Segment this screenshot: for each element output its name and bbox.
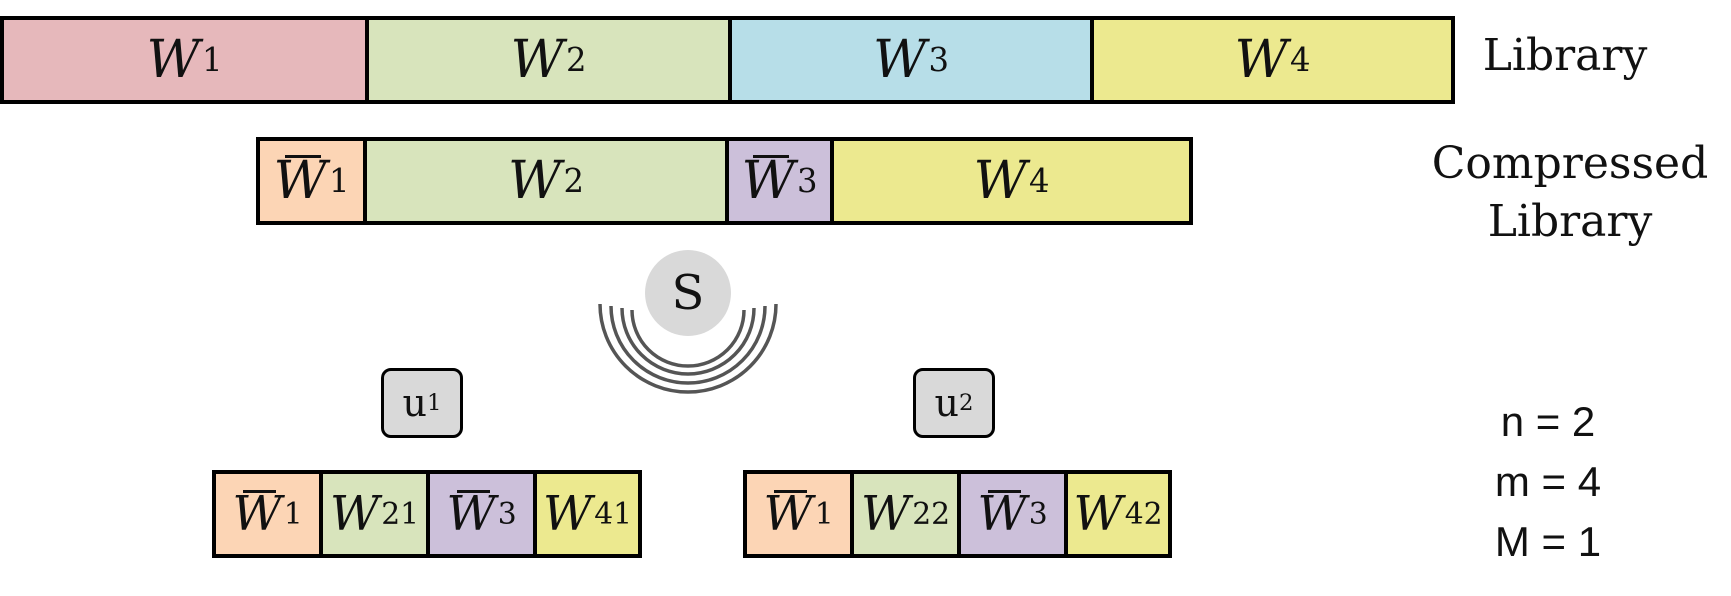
cache-u1-symbol-4: W: [542, 486, 593, 542]
compressed-symbol-4: W: [973, 151, 1027, 211]
compressed-label-line2: Library: [1487, 196, 1653, 247]
wave-arc-4: [598, 303, 778, 394]
cache-u1-symbol-1: W: [232, 486, 282, 542]
wave-arc-2: [620, 307, 756, 376]
cache-u1-symbol-2: W: [329, 486, 380, 542]
wave-arc-3: [609, 305, 767, 385]
cache-u1-subscript-2: 21: [381, 496, 420, 532]
library-symbol-2: W: [510, 30, 564, 90]
cache-u2-subscript-2: 22: [912, 496, 951, 532]
param-n: n = 2: [1500, 398, 1596, 445]
library-symbol-3: W: [873, 30, 927, 90]
cache-u1-subscript-1: 1: [283, 496, 303, 532]
library-label: Library: [1482, 30, 1648, 81]
cache-u2-symbol-3: W: [977, 486, 1027, 542]
compressed-subscript-4: 4: [1028, 162, 1050, 200]
wave-arc-1: [630, 309, 746, 368]
compressed-symbol-1: W: [273, 151, 327, 211]
parameter-list: n = 2 m = 4 M = 1: [1458, 392, 1638, 572]
cache-u2-subscript-4: 42: [1124, 496, 1163, 532]
cache-u2-subscript-3: 3: [1028, 496, 1048, 532]
compressed-subscript-3: 3: [796, 162, 818, 200]
cache-u2-symbol-2: W: [860, 486, 911, 542]
server-node: S: [645, 250, 731, 336]
compressed-symbol-2: W: [508, 151, 562, 211]
library-subscript-1: 1: [201, 41, 223, 79]
cache-u1-symbol-3: W: [446, 486, 496, 542]
compressed-symbol-3: W: [741, 151, 795, 211]
cache-u2-symbol-1: W: [763, 486, 813, 542]
cache-u2-subscript-1: 1: [814, 496, 834, 532]
compressed-label-line1: Compressed: [1431, 138, 1709, 189]
library-subscript-2: 2: [565, 41, 587, 79]
library-subscript-4: 4: [1289, 41, 1311, 79]
library-subscript-3: 3: [928, 41, 949, 79]
cache-u1-subscript-4: 41: [594, 496, 633, 532]
user-u1-sub: 1: [426, 390, 442, 416]
library-symbol-1: W: [146, 30, 200, 90]
user-u2-sub: 2: [958, 390, 974, 416]
cache-u1-subscript-3: 3: [497, 496, 517, 532]
server-label: S: [671, 265, 705, 321]
compressed-subscript-2: 2: [563, 162, 584, 200]
compressed-subscript-1: 1: [328, 162, 350, 200]
param-m: m = 4: [1494, 458, 1602, 505]
broadcast-waves: [598, 303, 778, 394]
user-u2-label: u: [934, 381, 959, 425]
user-u1-label: u: [402, 381, 427, 425]
param-M: M = 1: [1494, 518, 1602, 565]
compressed-library-label: Compressed Library: [1420, 135, 1720, 251]
cache-u2-symbol-4: W: [1073, 486, 1123, 542]
library-symbol-4: W: [1234, 30, 1288, 90]
